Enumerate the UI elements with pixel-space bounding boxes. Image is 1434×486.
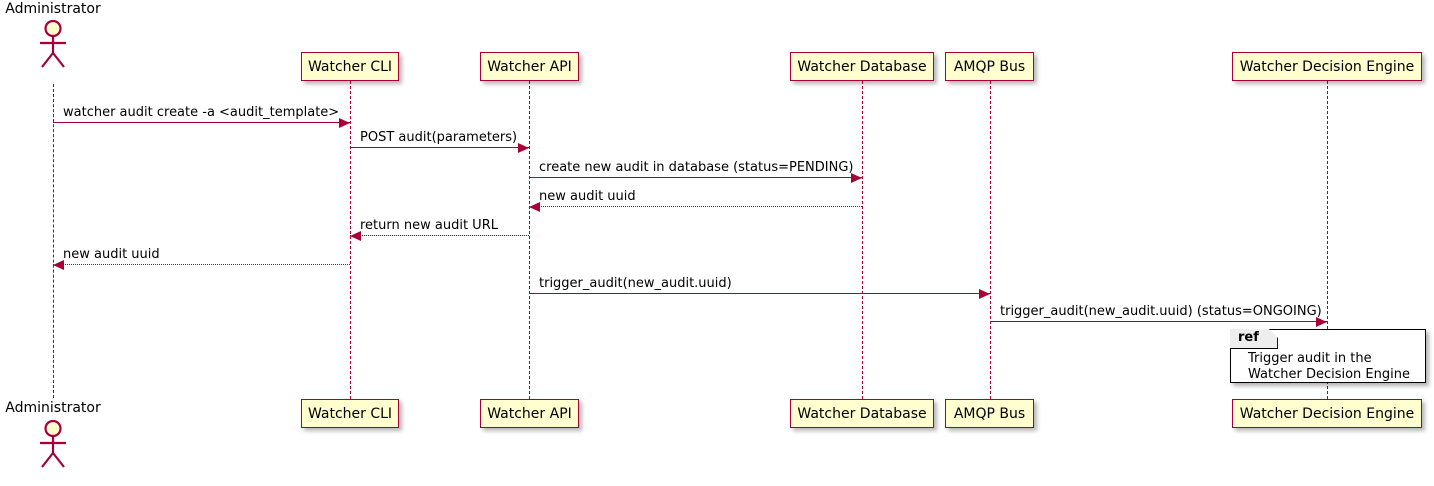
message-label-5: return new audit URL xyxy=(360,218,498,233)
message-label-1: watcher audit create -a <audit_template> xyxy=(63,105,340,120)
actor-figure-icon xyxy=(40,19,66,68)
participant-bottom-cli: Watcher CLI xyxy=(301,399,399,428)
message-arrowhead-3 xyxy=(851,173,862,183)
message-line-5 xyxy=(350,235,529,236)
message-label-2: POST audit(parameters) xyxy=(360,130,518,145)
message-line-7 xyxy=(529,293,990,294)
participant-bottom-api: Watcher API xyxy=(480,399,579,428)
actor-admin xyxy=(31,18,75,70)
lifeline-wde xyxy=(1327,81,1328,399)
ref-fragment-body-0: Trigger audit in the Watcher Decision En… xyxy=(1248,351,1410,383)
actor-bottom-admin xyxy=(31,418,75,470)
message-line-8 xyxy=(990,321,1327,322)
message-label-7: trigger_audit(new_audit.uuid) xyxy=(539,276,732,291)
message-line-6 xyxy=(53,264,350,265)
actor-label-bottom-admin: Administrator xyxy=(5,400,101,416)
lifeline-admin xyxy=(53,84,54,398)
message-line-4 xyxy=(529,206,862,207)
message-line-3 xyxy=(529,177,862,178)
message-line-1 xyxy=(53,122,350,123)
message-label-8: trigger_audit(new_audit.uuid) (status=ON… xyxy=(1000,304,1322,319)
message-arrowhead-8 xyxy=(1316,317,1327,327)
participant-wde: Watcher Decision Engine xyxy=(1232,52,1422,81)
lifeline-api xyxy=(529,81,530,399)
actor-label-admin: Administrator xyxy=(5,1,101,17)
message-label-4: new audit uuid xyxy=(539,189,636,204)
participant-amqp: AMQP Bus xyxy=(945,52,1034,81)
message-arrowhead-5 xyxy=(350,231,361,241)
participant-db: Watcher Database xyxy=(790,52,934,81)
message-label-6: new audit uuid xyxy=(63,247,160,262)
ref-fragment-tab-0: ref xyxy=(1230,329,1278,349)
message-line-2 xyxy=(350,147,529,148)
message-arrowhead-7 xyxy=(979,289,990,299)
message-arrowhead-1 xyxy=(339,118,350,128)
actor-figure-icon xyxy=(40,419,66,468)
lifeline-amqp xyxy=(990,81,991,399)
participant-bottom-wde: Watcher Decision Engine xyxy=(1232,399,1422,428)
message-arrowhead-2 xyxy=(518,143,529,153)
lifeline-db xyxy=(862,81,863,399)
message-arrowhead-4 xyxy=(529,202,540,212)
message-label-3: create new audit in database (status=PEN… xyxy=(539,160,854,175)
participant-bottom-amqp: AMQP Bus xyxy=(945,399,1034,428)
participant-cli: Watcher CLI xyxy=(301,52,399,81)
participant-api: Watcher API xyxy=(480,52,579,81)
participant-bottom-db: Watcher Database xyxy=(790,399,934,428)
message-arrowhead-6 xyxy=(53,260,64,270)
